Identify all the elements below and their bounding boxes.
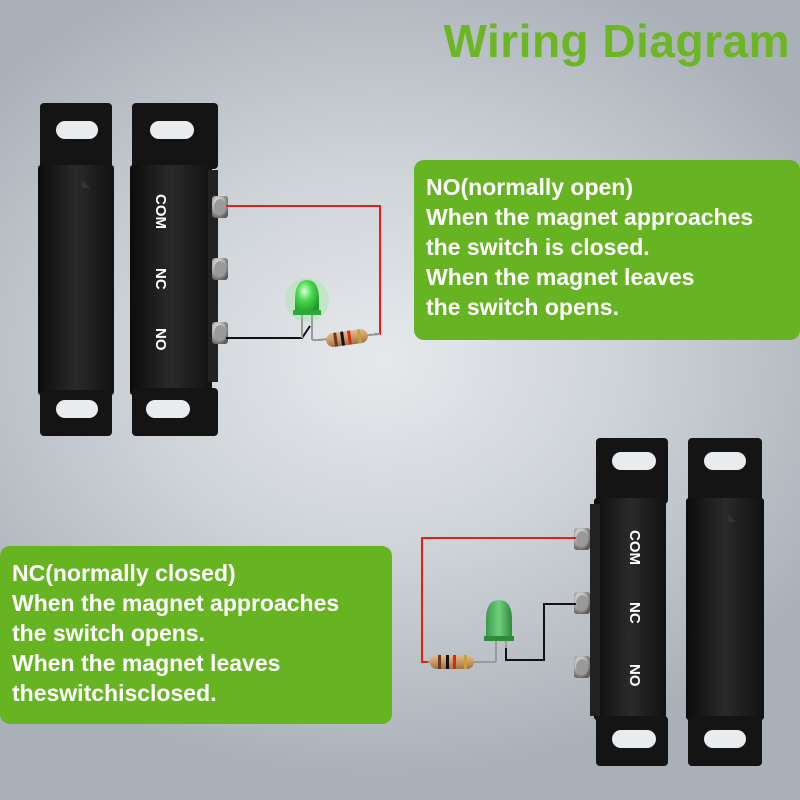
terminal-label-no-top: NO bbox=[152, 328, 169, 351]
nc-description-box: NC(normally closed) When the magnet appr… bbox=[0, 546, 392, 724]
reed-switch-top bbox=[130, 103, 218, 436]
no-description-box: NO(normally open) When the magnet approa… bbox=[414, 160, 800, 340]
screw-com-bottom bbox=[574, 528, 590, 550]
led-top bbox=[285, 278, 329, 322]
reed-switch-bottom bbox=[590, 438, 668, 766]
nc-line-2: the switch opens. bbox=[12, 620, 205, 646]
no-line-4: the switch opens. bbox=[426, 294, 619, 320]
nc-line-3: When the magnet leaves bbox=[12, 650, 281, 676]
screw-no-bottom bbox=[574, 656, 590, 678]
led-bottom bbox=[484, 600, 514, 641]
magnet-bottom bbox=[686, 438, 764, 766]
terminal-label-nc-bottom: NC bbox=[626, 602, 643, 624]
red-wire-bottom bbox=[421, 537, 576, 663]
no-line-1: When the magnet approaches bbox=[426, 204, 754, 230]
nc-heading: NC(normally closed) bbox=[12, 560, 236, 586]
nc-line-1: When the magnet approaches bbox=[12, 590, 340, 616]
black-wire-top bbox=[226, 325, 311, 339]
screw-no-top bbox=[212, 322, 228, 344]
no-heading: NO(normally open) bbox=[426, 174, 634, 200]
page-title: Wiring Diagram bbox=[443, 15, 790, 67]
no-line-2: the switch is closed. bbox=[426, 234, 650, 260]
magnet-top bbox=[38, 103, 114, 436]
resistor-top bbox=[317, 329, 381, 347]
terminal-label-nc-top: NC bbox=[152, 268, 169, 290]
nc-line-4: theswitchisclosed. bbox=[12, 680, 217, 706]
screw-nc-top bbox=[212, 258, 228, 280]
terminal-label-no-bottom: NO bbox=[626, 664, 643, 687]
terminal-label-com-top: COM bbox=[152, 194, 169, 229]
terminal-label-com-bottom: COM bbox=[626, 530, 643, 565]
screw-com-top bbox=[212, 196, 228, 218]
no-line-3: When the magnet leaves bbox=[426, 264, 695, 290]
screw-nc-bottom bbox=[574, 592, 590, 614]
resistor-bottom bbox=[428, 655, 486, 669]
black-wire-bottom bbox=[505, 603, 576, 661]
